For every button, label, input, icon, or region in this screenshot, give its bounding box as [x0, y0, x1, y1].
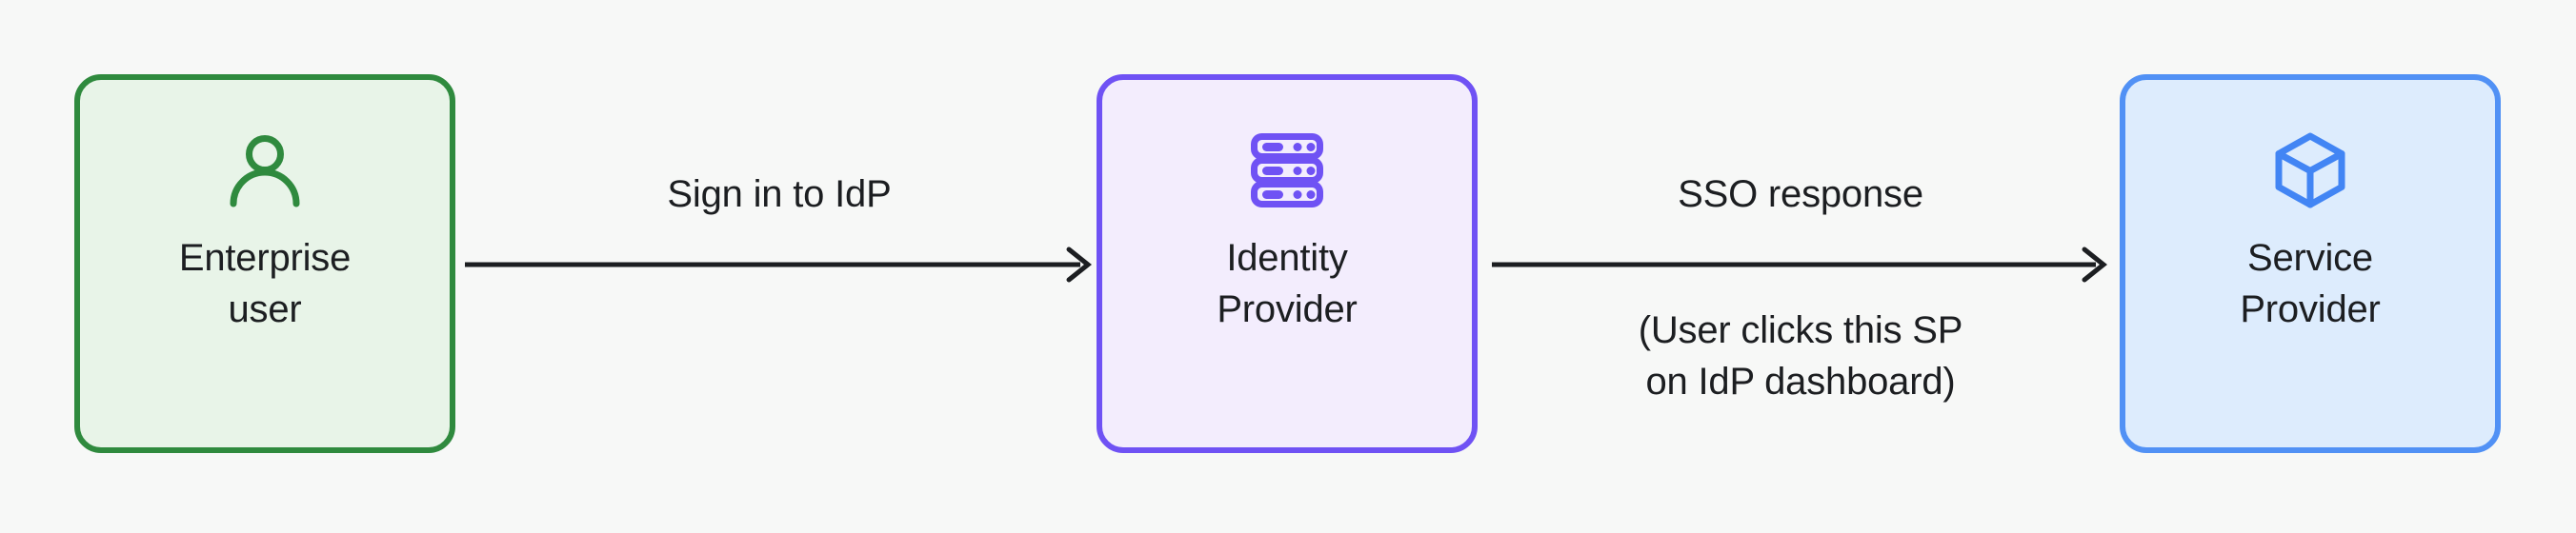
arrow-user-to-idp	[465, 242, 1094, 287]
node-identity-provider[interactable]: Identity Provider	[1097, 74, 1478, 453]
node-label-enterprise-user: Enterprise user	[178, 237, 352, 330]
arrow-idp-to-sp	[1492, 242, 2109, 287]
cube-icon	[2269, 129, 2351, 211]
node-service-provider[interactable]: Service Provider	[2120, 74, 2501, 453]
node-label-service-provider: Service Provider	[2240, 237, 2381, 330]
arrow-label-sso-response: SSO response	[1678, 173, 1923, 215]
node-enterprise-user[interactable]: Enterprise user	[74, 74, 455, 453]
node-label-identity-provider: Identity Provider	[1217, 237, 1358, 330]
arrow-label-sign-in-to-idp: Sign in to IdP	[667, 173, 892, 215]
person-icon	[224, 129, 306, 211]
arrow-label-sso-note: (User clicks this SP on IdP dashboard)	[1638, 309, 1963, 403]
server-stack-icon	[1246, 129, 1328, 211]
